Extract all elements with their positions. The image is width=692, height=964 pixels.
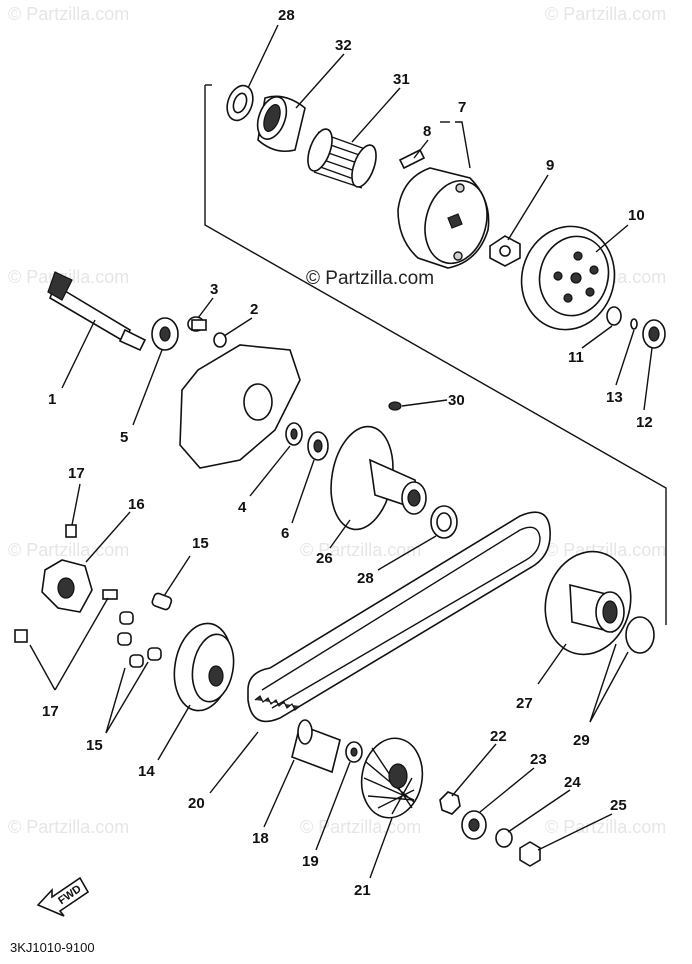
part-29-oring xyxy=(625,616,655,654)
callout-8: 8 xyxy=(423,123,431,140)
part-1-shaft xyxy=(47,271,147,352)
bracket-line xyxy=(204,85,667,625)
part-17-slider-bottom xyxy=(14,629,28,643)
part-4-seal xyxy=(285,422,303,446)
part-27-secondary-sheave xyxy=(544,550,632,656)
part-22-washer xyxy=(439,791,461,815)
callout-32: 32 xyxy=(335,37,352,54)
part-10-clutch-housing xyxy=(520,225,616,331)
callout-1: 1 xyxy=(48,391,56,408)
callout-18: 18 xyxy=(252,830,269,847)
part-30-pin xyxy=(388,401,402,411)
callout-26: 26 xyxy=(316,550,333,567)
brand-watermark: © Partzilla.com xyxy=(306,268,434,289)
part-32-collar xyxy=(256,95,306,153)
callout-30: 30 xyxy=(448,392,465,409)
callout-6: 6 xyxy=(281,525,289,542)
watermark-top-left: © Partzilla.com xyxy=(8,4,129,24)
part-21-fan-sheave xyxy=(360,737,424,819)
part-25-nut xyxy=(519,841,541,867)
callout-27: 27 xyxy=(516,695,533,712)
part-18-collar xyxy=(291,719,341,774)
watermark-bottom-left: © Partzilla.com xyxy=(8,817,129,837)
callout-20: 20 xyxy=(188,795,205,812)
part-5-bearing xyxy=(151,317,179,351)
group-bracket xyxy=(204,84,667,625)
part-20-drive-belt xyxy=(247,511,551,723)
part-28b-seal xyxy=(430,505,458,539)
callout-15a: 15 xyxy=(192,535,209,552)
part-3-dowel xyxy=(187,316,207,332)
callout-11: 11 xyxy=(568,349,584,366)
callout-22: 22 xyxy=(490,728,507,745)
leader-lines xyxy=(29,24,653,879)
callout-2: 2 xyxy=(250,301,258,318)
callout-10: 10 xyxy=(628,207,645,224)
watermark-lower-center: © Partzilla.com xyxy=(300,540,421,560)
part-17-slider-right xyxy=(102,589,118,600)
part-cover-plate xyxy=(179,344,301,469)
callout-5: 5 xyxy=(120,429,128,446)
callout-4: 4 xyxy=(238,499,247,516)
part-16-ramp-plate xyxy=(41,559,93,613)
part-12-bearing xyxy=(642,319,666,349)
callout-25: 25 xyxy=(610,797,627,814)
part-15-rollers xyxy=(117,592,173,668)
callout-23: 23 xyxy=(530,751,547,768)
callout-28b: 28 xyxy=(357,570,374,587)
watermark-lower-left: © Partzilla.com xyxy=(8,540,129,560)
callout-17a: 17 xyxy=(68,465,85,482)
part-13-circlip xyxy=(630,318,638,330)
part-17-slider-top xyxy=(65,524,77,538)
callout-19: 19 xyxy=(302,853,319,870)
part-8-pin xyxy=(398,148,426,170)
callout-9: 9 xyxy=(546,157,554,174)
part-31-spring xyxy=(307,128,377,189)
callout-24: 24 xyxy=(564,774,581,791)
part-2-washer xyxy=(213,332,227,348)
part-26-sliding-sheave xyxy=(330,425,427,531)
callout-14: 14 xyxy=(138,763,155,780)
callout-29: 29 xyxy=(573,732,590,749)
callout-28a: 28 xyxy=(278,7,295,24)
part-24-washer xyxy=(495,828,513,848)
watermark-top-right: © Partzilla.com xyxy=(545,4,666,24)
callout-17b: 17 xyxy=(42,703,59,720)
callout-31: 31 xyxy=(393,71,410,88)
watermark-mid-left: © Partzilla.com xyxy=(8,267,129,287)
callout-13: 13 xyxy=(606,389,623,406)
watermark-layer: © Partzilla.com © Partzilla.com © Partzi… xyxy=(8,4,666,837)
watermark-bottom-center: © Partzilla.com xyxy=(300,817,421,837)
part-28-seal xyxy=(226,84,254,122)
part-19-washer xyxy=(345,741,363,763)
callout-7: 7 xyxy=(458,99,466,116)
part-23-nut xyxy=(461,810,487,840)
diagram-code: 3KJ1010-9100 xyxy=(10,940,95,955)
part-14-primary-sheave xyxy=(173,622,235,712)
watermark-bottom-right: © Partzilla.com xyxy=(545,817,666,837)
callout-labels: 28 32 31 7 8 9 10 3 2 1 5 11 13 12 30 4 … xyxy=(42,7,653,899)
callout-16: 16 xyxy=(128,496,145,513)
callout-3: 3 xyxy=(210,281,218,298)
part-9-nut xyxy=(489,235,521,267)
fwd-arrow-icon: FWD xyxy=(36,876,90,917)
part-6-seal xyxy=(307,431,329,461)
callout-12: 12 xyxy=(636,414,653,431)
callout-15b: 15 xyxy=(86,737,103,754)
part-11-bushing xyxy=(606,306,622,326)
callout-21: 21 xyxy=(354,882,371,899)
part-7-clutch-carrier xyxy=(397,167,490,269)
